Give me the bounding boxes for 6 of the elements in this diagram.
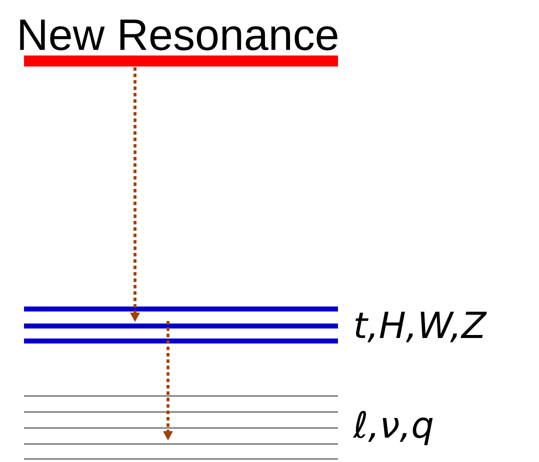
energy-level — [24, 395, 338, 460]
level-heading: New Resonance — [20, 20, 338, 50]
energy-level — [24, 56, 338, 66]
particle-label: ℓ,ν,q — [352, 410, 433, 446]
energy-level — [24, 306, 338, 344]
particle-label: t,H,W,Z — [356, 312, 487, 342]
